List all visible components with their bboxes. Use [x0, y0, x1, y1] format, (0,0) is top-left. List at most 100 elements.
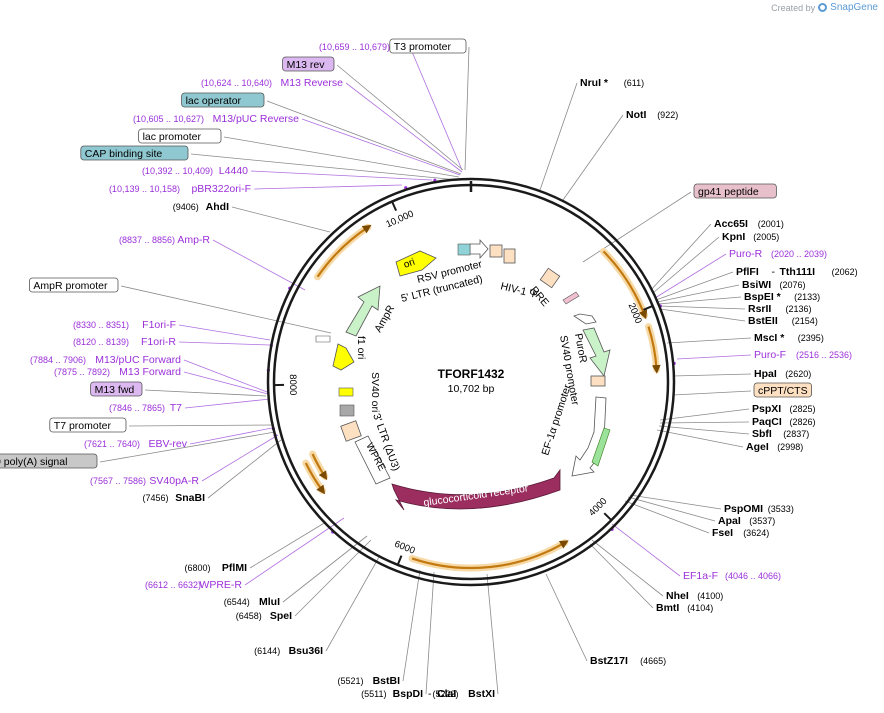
primer-label[interactable]: T7 [170, 402, 182, 414]
primer-label[interactable]: Amp-R [177, 234, 210, 246]
feature-label-box[interactable] [0, 453, 98, 469]
feature-label-box[interactable] [90, 381, 143, 397]
feature-label-box[interactable] [138, 128, 222, 144]
feature-label: CAP binding site [85, 148, 163, 160]
primer-label[interactable]: F1ori-F [142, 319, 176, 331]
enzyme-label[interactable]: ApaI [718, 515, 741, 527]
primer-label[interactable]: M13 Reverse [281, 77, 344, 89]
primer-label[interactable]: EF1a-F [683, 570, 718, 582]
enzyme-label[interactable]: ClaI [437, 688, 456, 700]
feature-label-box[interactable] [282, 56, 335, 72]
connector-line [659, 421, 750, 424]
enzyme-label[interactable]: KpnI [722, 231, 745, 243]
feature-arc[interactable] [316, 224, 372, 278]
primer-label[interactable]: M13/pUC Reverse [213, 113, 300, 125]
enzyme-label[interactable]: BstBI [373, 675, 401, 687]
feature-label-box[interactable] [693, 183, 777, 199]
enzyme-label[interactable]: MluI [259, 596, 280, 608]
enzyme-label[interactable]: NruI * [580, 77, 609, 89]
enzyme-label[interactable]: NotI [626, 109, 646, 121]
connector-line [325, 556, 380, 652]
site-position: (2020 .. 2039) [771, 249, 827, 259]
enzyme-label[interactable]: Acc65I [714, 218, 748, 230]
feature-label-box[interactable] [389, 38, 467, 54]
site-position: (7875 .. 7892) [54, 367, 110, 377]
feature-label-box[interactable] [28, 277, 119, 293]
feature-arc[interactable] [602, 250, 648, 320]
enzyme-label[interactable]: BstEII [748, 315, 778, 327]
enzyme-label[interactable]: PaqCI [752, 416, 782, 428]
feature-arc[interactable] [311, 453, 328, 481]
enzyme-label[interactable]: HpaI [754, 368, 777, 380]
feature-glucocorticoid-receptor[interactable] [391, 468, 561, 511]
connector-line [657, 296, 742, 305]
feature-arc[interactable] [411, 540, 569, 570]
tick-label: 6000 [393, 539, 417, 557]
enzyme-label[interactable]: BsiWI [742, 279, 771, 291]
enzyme-label[interactable]: BspDI [393, 688, 423, 700]
feature-3ltr[interactable] [340, 420, 362, 442]
feature-puror[interactable] [582, 327, 611, 377]
enzyme-label[interactable]: PspXI [752, 403, 781, 415]
connector-line [99, 431, 276, 463]
connector-line [545, 573, 588, 662]
feature-rsv-promoter[interactable] [469, 238, 489, 260]
enzyme-label[interactable]: BstXI [468, 688, 495, 700]
feature-label-box[interactable] [80, 145, 189, 161]
primer-label[interactable]: SV40pA-R [149, 475, 199, 487]
feature-label: AmpR promoter [33, 280, 108, 292]
connector-line [282, 535, 368, 603]
feature-arc[interactable] [304, 462, 326, 495]
enzyme-label[interactable]: BstZ17I [590, 655, 628, 667]
feature-arc[interactable] [647, 326, 661, 374]
primer-label[interactable]: pBR322ori-F [191, 183, 251, 195]
connector-line [249, 521, 327, 569]
feature-rre[interactable] [539, 267, 561, 289]
site-position: (4665) [640, 656, 666, 666]
enzyme-label[interactable]: BspEI * [744, 291, 782, 303]
enzyme-label[interactable]: PflMI [222, 562, 247, 574]
feature-label-box[interactable] [181, 92, 265, 108]
feature-wpre[interactable] [354, 435, 391, 485]
primer-label[interactable]: L4440 [219, 165, 248, 177]
site-position: (7456) [142, 493, 168, 503]
enzyme-label[interactable]: AhdI [206, 201, 229, 213]
site-position: (3537) [749, 516, 775, 526]
primer-label[interactable]: M13 Forward [119, 366, 181, 378]
enzyme-label[interactable]: SnaBI [175, 492, 205, 504]
enzyme-label[interactable]: PflFI [736, 266, 759, 278]
feature-cppt[interactable] [590, 375, 606, 387]
site-position: (2062) [832, 267, 858, 277]
feature-label: M13 fwd [95, 384, 135, 396]
enzyme-label[interactable]: Bsu36I [289, 645, 324, 657]
site-position: (9406) [173, 202, 199, 212]
primer-label[interactable]: Puro-R [729, 248, 763, 260]
enzyme-label[interactable]: Tth111I [780, 266, 816, 278]
enzyme-label[interactable]: SpeI [270, 610, 292, 622]
connector-line [676, 354, 752, 360]
primer-label[interactable]: Puro-F [754, 349, 786, 361]
enzyme-label[interactable]: RsrII [748, 303, 771, 315]
primer-label[interactable]: EBV-rev [148, 438, 187, 450]
enzyme-label[interactable]: AgeI [746, 441, 769, 453]
feature-f1ori[interactable] [332, 343, 355, 371]
enzyme-label[interactable]: NheI [666, 590, 689, 602]
connector-line [672, 373, 752, 377]
primer-label[interactable]: F1ori-R [141, 336, 176, 348]
feature-5ltr[interactable] [489, 244, 503, 258]
enzyme-label[interactable]: MscI * [754, 332, 785, 344]
enzyme-label[interactable]: FseI [712, 527, 733, 539]
credit-prefix: Created by [771, 2, 816, 13]
feature-ampr[interactable] [345, 285, 381, 337]
enzyme-label[interactable]: PspOMI [724, 503, 763, 515]
feature-label-box[interactable] [49, 417, 127, 433]
enzyme-label[interactable]: SbfI [752, 428, 772, 440]
primer-label[interactable]: WPRE-R [199, 579, 242, 591]
connector-line [624, 500, 710, 534]
primer-label[interactable]: M13/pUC Forward [95, 354, 181, 366]
site-position: (2395) [798, 333, 824, 343]
feature-label-box[interactable] [753, 382, 812, 398]
feature-ori[interactable] [395, 250, 437, 277]
enzyme-label[interactable]: BmtI [656, 602, 679, 614]
feature-hiv-psi[interactable] [503, 248, 516, 264]
